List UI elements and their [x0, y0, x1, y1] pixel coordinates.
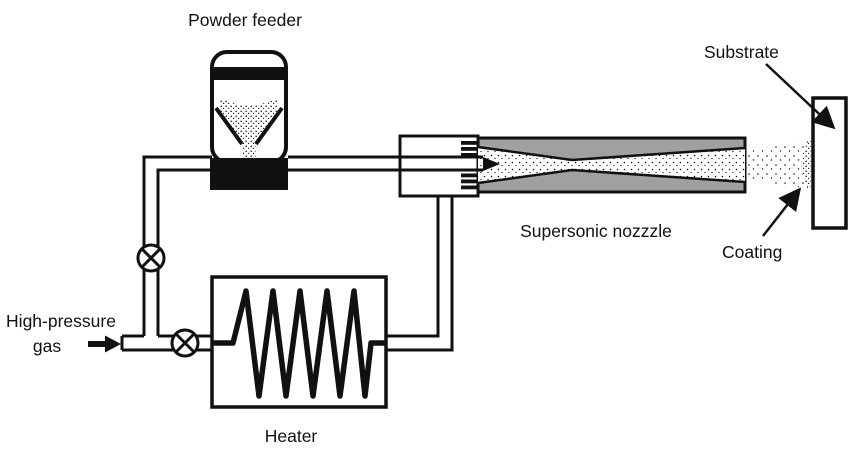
prechamber-internals	[461, 141, 500, 190]
nozzle-channel-bottom-wall	[477, 168, 746, 185]
gas-inlet-arrow-icon	[88, 335, 121, 353]
flow-arrow-icon	[483, 157, 500, 171]
coating-layer	[801, 138, 811, 191]
nozzle-channel-top-wall	[477, 145, 746, 162]
pipe-outlet-inner	[386, 197, 454, 352]
nozzle-channel	[478, 147, 745, 183]
high-pressure-gas-label-line1: High-pressure	[6, 311, 116, 331]
feeder-base	[210, 158, 288, 190]
pipe-outlet-outer	[386, 197, 440, 338]
heater-label: Heater	[265, 426, 318, 446]
powder-material	[220, 98, 278, 161]
particle-jet	[745, 141, 810, 189]
powder-feeder-label: Powder feeder	[188, 10, 302, 30]
supersonic-nozzle	[476, 136, 747, 194]
heater-coil	[211, 288, 387, 399]
high-pressure-gas-label-line2: gas	[33, 336, 61, 356]
substrate-pointer-arrow	[765, 63, 836, 130]
pipe-riser-inner	[156, 168, 212, 336]
feeder-band	[212, 67, 286, 80]
heater	[210, 275, 388, 409]
prechamber-body	[398, 134, 480, 198]
coating-label: Coating	[722, 242, 782, 262]
valves	[136, 243, 200, 358]
supersonic-nozzle-label: Supersonic nozzzle	[520, 221, 672, 241]
coating-pointer-arrow	[762, 187, 802, 237]
powder-feeder	[210, 50, 288, 190]
substrate-label: Substrate	[704, 42, 779, 62]
spray-plume	[745, 138, 811, 191]
nozzle-prechamber	[398, 134, 480, 198]
pipe-riser-outer	[142, 155, 212, 336]
hopper-walls	[214, 106, 284, 146]
valve-heater-line-icon	[170, 328, 200, 358]
substrate-plate	[811, 96, 848, 230]
valve-feeder-line-icon	[136, 243, 166, 273]
